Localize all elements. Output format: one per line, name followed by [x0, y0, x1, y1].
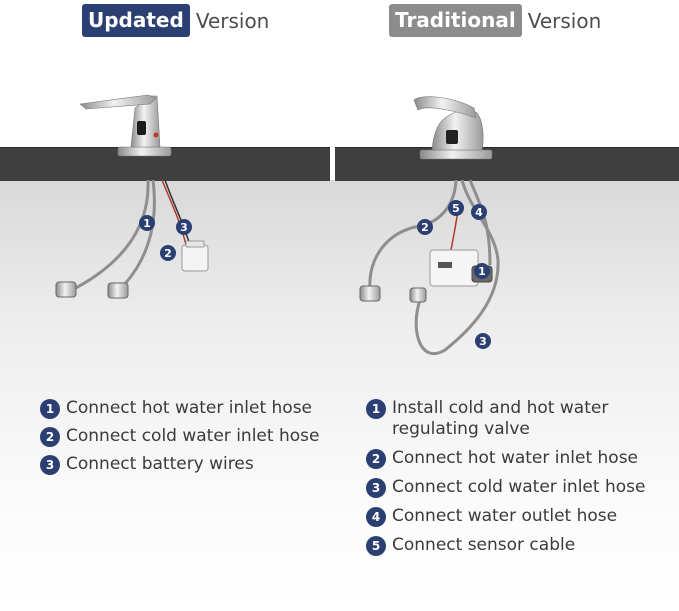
traditional-callout-3: 3 — [475, 333, 491, 349]
background-gradient — [0, 180, 679, 611]
list-item: 1 Install cold and hot water regulating … — [366, 398, 676, 440]
list-item: 2 Connect hot water inlet hose — [366, 448, 676, 469]
updated-faucet — [79, 94, 172, 157]
step-text: Install cold and hot water regulating va… — [392, 398, 609, 439]
control-box-icon — [429, 249, 479, 287]
svg-text:2: 2 — [421, 221, 429, 234]
step-number: 1 — [40, 399, 60, 419]
traditional-callout-5: 5 — [448, 200, 464, 216]
svg-text:2: 2 — [164, 247, 172, 260]
traditional-faucet — [413, 96, 493, 160]
updated-callout-2: 2 — [160, 245, 176, 261]
svg-text:3: 3 — [479, 335, 487, 348]
step-text: Connect hot water inlet hose — [392, 448, 639, 468]
step-text: Connect cold water inlet hose — [392, 477, 646, 497]
svg-text:4: 4 — [475, 206, 483, 219]
traditional-callout-2: 2 — [417, 219, 433, 235]
list-item: 5 Connect sensor cable — [366, 535, 676, 556]
step-number: 4 — [366, 507, 386, 527]
traditional-version-header: Traditional Version — [389, 4, 601, 37]
traditional-steps-list: 1 Install cold and hot water regulating … — [366, 398, 676, 564]
step-text: Connect battery wires — [66, 454, 254, 474]
step-number: 3 — [366, 478, 386, 498]
traditional-callout-1: 1 — [474, 263, 490, 279]
step-number: 1 — [366, 399, 386, 419]
list-item: 1 Connect hot water inlet hose — [40, 398, 350, 419]
svg-text:1: 1 — [143, 217, 151, 230]
svg-text:1: 1 — [478, 265, 486, 278]
traditional-hose-connectors — [359, 285, 427, 303]
list-item: 3 Connect cold water inlet hose — [366, 477, 676, 498]
updated-steps-list: 1 Connect hot water inlet hose 2 Connect… — [40, 398, 350, 482]
list-item: 3 Connect battery wires — [40, 454, 350, 475]
traditional-version-label: Version — [527, 8, 602, 33]
step-text: Connect hot water inlet hose — [66, 398, 313, 418]
step-text: Connect sensor cable — [392, 535, 576, 555]
updated-callout-3: 3 — [176, 219, 192, 235]
list-item: 2 Connect cold water inlet hose — [40, 426, 350, 447]
updated-version-header: Updated Version — [82, 4, 269, 37]
step-number: 2 — [40, 427, 60, 447]
battery-box-icon — [181, 240, 209, 272]
updated-badge: Updated — [82, 4, 190, 37]
list-item: 4 Connect water outlet hose — [366, 506, 676, 527]
traditional-badge: Traditional — [389, 4, 522, 37]
updated-hose-connectors — [55, 281, 129, 299]
svg-text:3: 3 — [180, 221, 188, 234]
step-text: Connect cold water inlet hose — [66, 426, 320, 446]
updated-hoses — [71, 179, 191, 293]
traditional-callout-4: 4 — [471, 204, 487, 220]
updated-callout-1: 1 — [139, 215, 155, 231]
step-text: Connect water outlet hose — [392, 506, 618, 526]
step-number: 3 — [40, 455, 60, 475]
right-countertop — [335, 147, 679, 181]
faucet-illustrations: 1 2 3 5 4 2 — [55, 94, 500, 355]
updated-version-label: Version — [195, 8, 270, 33]
step-number: 2 — [366, 449, 386, 469]
svg-text:5: 5 — [452, 202, 460, 215]
step-number: 5 — [366, 536, 386, 556]
